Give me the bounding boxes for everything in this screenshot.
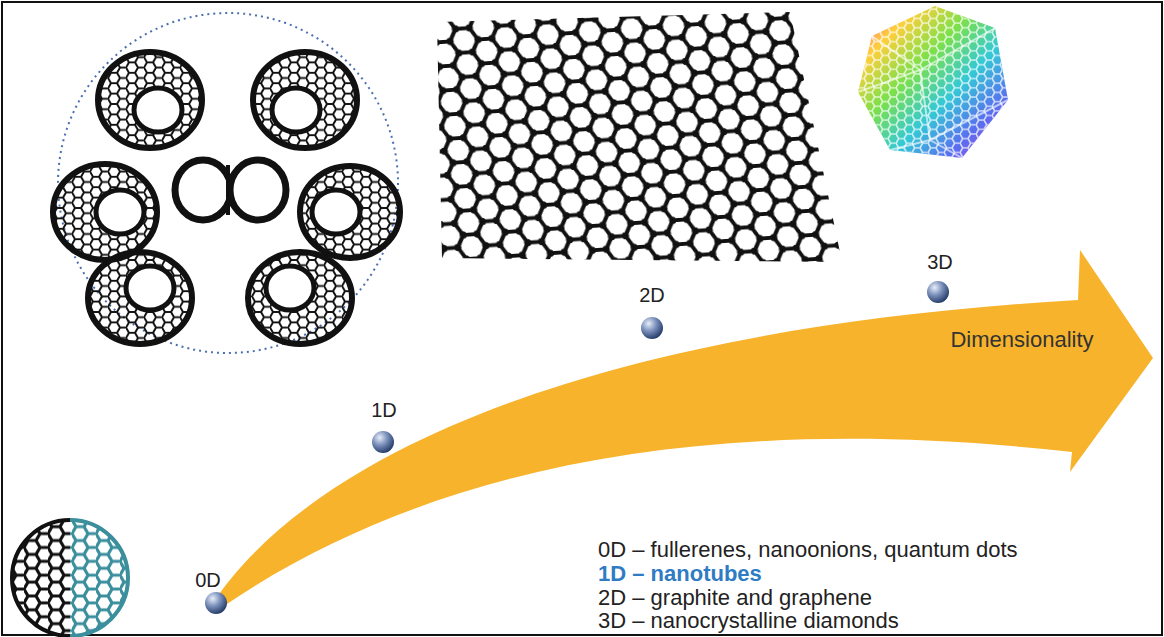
dimension-tag: 1D [371,399,397,422]
dimension-marker [205,281,949,614]
list-item: 2D – graphite and graphene [598,585,872,610]
dimension-tag: 2D [639,284,665,307]
list-item: 1D – nanotubes [598,561,762,586]
dimensionality-arrow [211,250,1153,610]
fullerene [0,510,150,637]
dimension-tag: 0D [195,569,221,592]
graphene-sheet [430,5,850,270]
diamond-cluster [850,0,1020,165]
list-item: 3D – nanocrystalline diamonds [598,608,899,633]
dimension-tag: 3D [927,251,953,274]
nanotube-bundle [53,13,400,353]
axis-title: Dimensionality [950,327,1093,352]
list-item: 0D – fullerenes, nanoonions, quantum dot… [598,537,1018,562]
